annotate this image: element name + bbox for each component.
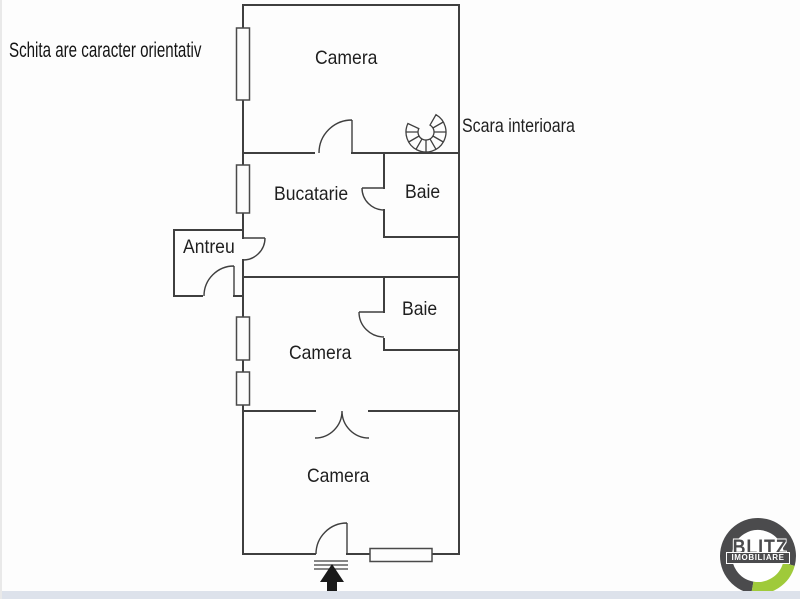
- room-label-antreu: Antreu: [183, 236, 235, 258]
- window: [235, 371, 251, 406]
- agency-logo-ring: [720, 518, 796, 594]
- door-baie-top: [361, 187, 385, 211]
- room-label-bucatarie: Bucatarie: [274, 183, 349, 205]
- room-label-baie-mid: Baie: [402, 298, 438, 320]
- door-antreu-bottom: [203, 265, 235, 297]
- door-baie-mid: [358, 311, 385, 338]
- double-door-camera: [314, 410, 370, 439]
- window: [369, 547, 433, 563]
- entry-door: [315, 522, 348, 555]
- window: [235, 164, 251, 214]
- logo-tagline-text: IMOBILIARE: [727, 553, 789, 563]
- entrance-arrow-icon: [320, 564, 344, 598]
- room-label-camera-top: Camera: [315, 47, 378, 69]
- door-antreu-bucatarie: [242, 237, 266, 261]
- footer-strip: [2, 591, 800, 599]
- windows: [235, 27, 433, 563]
- room-label-baie-top: Baie: [405, 181, 441, 203]
- room-label-camera-bottom: Camera: [307, 465, 370, 487]
- spiral-stairs-icon: [405, 113, 447, 153]
- window: [235, 27, 251, 101]
- door-top-camera: [318, 119, 353, 154]
- logo-brand-text: BLITZ: [732, 536, 788, 559]
- entrance-marker: [314, 560, 348, 598]
- stairs-label: Scara interioara: [462, 115, 575, 137]
- room-label-camera-mid: Camera: [289, 342, 352, 364]
- window: [235, 316, 251, 361]
- disclaimer-text: Schita are caracter orientativ: [9, 39, 202, 62]
